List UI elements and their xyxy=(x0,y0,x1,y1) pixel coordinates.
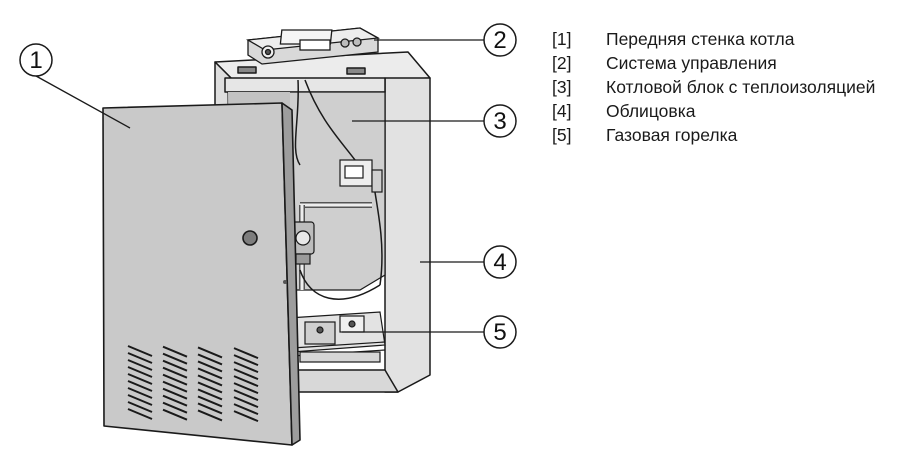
vent-slot xyxy=(197,402,223,415)
vent-slot xyxy=(197,374,223,387)
legend-text: Система управления xyxy=(606,52,777,73)
vent-slot xyxy=(197,360,223,373)
vent-slot xyxy=(127,345,153,357)
legend-text: Котловой блок с теплоизоляцией xyxy=(606,76,876,97)
vent-slot xyxy=(127,394,153,406)
vent-slot xyxy=(197,346,223,359)
vent-slot xyxy=(233,410,259,423)
vent-slot xyxy=(197,395,223,408)
vent-slot xyxy=(197,381,223,394)
callout-2: 2 xyxy=(483,23,517,57)
vent-slot xyxy=(197,409,223,422)
vent-slot xyxy=(162,352,188,365)
legend-key: [1] xyxy=(552,28,572,49)
legend-key: [4] xyxy=(552,100,572,121)
vent-slot xyxy=(127,373,153,385)
vent-slot xyxy=(127,401,153,413)
callout-3: 3 xyxy=(483,104,517,138)
callout-3-label: 3 xyxy=(493,108,506,135)
legend-key: [5] xyxy=(552,124,572,145)
vent-slot xyxy=(127,380,153,392)
vent-slot xyxy=(127,352,153,364)
vent-slot xyxy=(233,403,259,416)
vent-slot xyxy=(233,396,259,409)
vent-slot xyxy=(127,366,153,378)
vent-slot xyxy=(233,389,259,402)
control-system xyxy=(245,27,381,65)
vent-slot xyxy=(233,375,259,388)
legend: [1] Передняя стенка котла [2] Система уп… xyxy=(552,27,875,147)
vent-slot xyxy=(162,373,188,386)
vent-slot xyxy=(233,354,259,367)
vent-slot xyxy=(197,388,223,401)
vent-slot xyxy=(197,367,223,380)
legend-text: Облицовка xyxy=(606,100,696,121)
vent-slot xyxy=(162,380,188,393)
vent-slot xyxy=(127,387,153,399)
legend-item: [1] Передняя стенка котла xyxy=(552,27,875,51)
callout-4-label: 4 xyxy=(493,249,506,276)
callout-1-label: 1 xyxy=(29,47,42,74)
vent-slot xyxy=(162,366,188,379)
vent-slot xyxy=(197,353,223,366)
legend-item: [4] Облицовка xyxy=(552,99,875,123)
vent-slot xyxy=(162,345,188,358)
vent-slot xyxy=(233,368,259,381)
gas-burner xyxy=(287,311,386,363)
legend-item: [3] Котловой блок с теплоизоляцией xyxy=(552,75,875,99)
vent-slot xyxy=(233,382,259,395)
vent-slot xyxy=(162,387,188,400)
vent-slot xyxy=(233,361,259,374)
callout-4: 4 xyxy=(483,245,517,279)
vent-slot xyxy=(233,347,259,360)
callout-5-label: 5 xyxy=(493,319,506,346)
vent-slot xyxy=(162,394,188,407)
callout-2-label: 2 xyxy=(493,27,506,54)
legend-text: Газовая горелка xyxy=(606,124,738,145)
vent-slot xyxy=(162,401,188,414)
legend-text: Передняя стенка котла xyxy=(606,28,795,49)
vent-slot xyxy=(127,359,153,371)
legend-item: [2] Система управления xyxy=(552,51,875,75)
boiler-front-wall xyxy=(102,102,301,446)
vent-slot xyxy=(127,408,153,420)
leader-lines xyxy=(35,39,485,333)
legend-key: [2] xyxy=(552,52,572,73)
callout-5: 5 xyxy=(483,315,517,349)
gas-valve-unit xyxy=(339,159,383,193)
legend-key: [3] xyxy=(552,76,572,97)
callout-1: 1 xyxy=(19,43,53,77)
internal-piping xyxy=(294,79,383,300)
front-wall-vents xyxy=(127,345,259,423)
vent-slot xyxy=(162,359,188,372)
leader-line-1 xyxy=(35,75,131,129)
legend-item: [5] Газовая горелка xyxy=(552,123,875,147)
vent-slot xyxy=(162,408,188,421)
